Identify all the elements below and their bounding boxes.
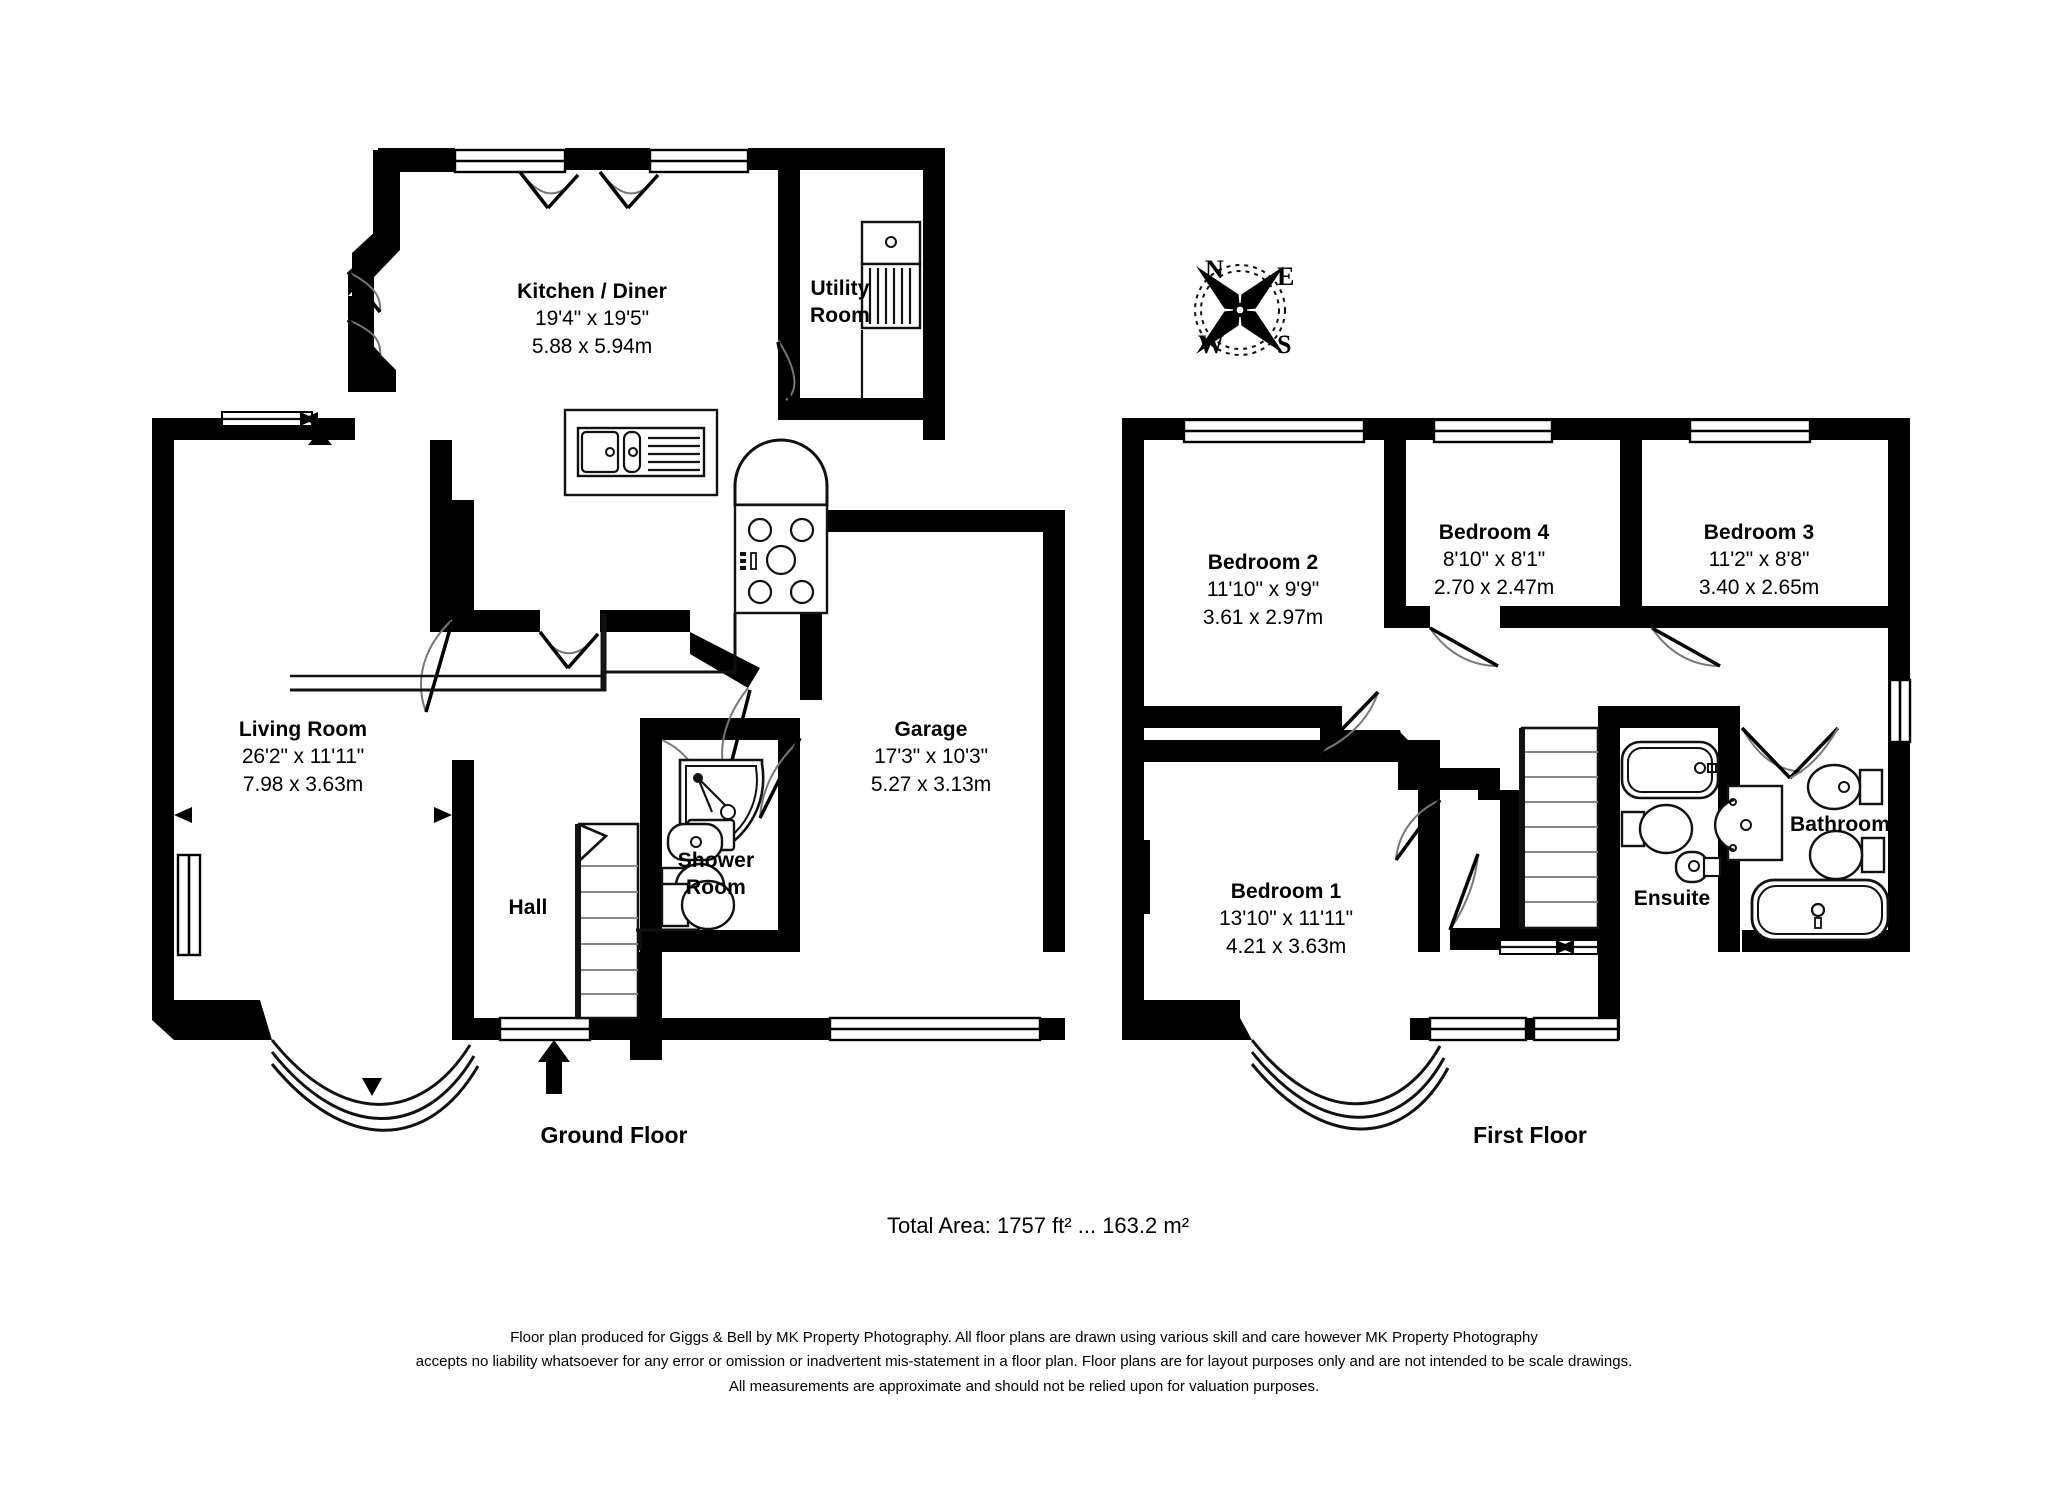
living-room-bay-window [270, 1039, 480, 1132]
ground-floor-doors [346, 170, 802, 1094]
garage-door [828, 1016, 1042, 1042]
compass-rose [1194, 264, 1286, 356]
first-floor-doors [1318, 626, 1840, 931]
landing-staircase [1519, 726, 1600, 930]
bathroom-fixtures [1750, 763, 1890, 942]
ground-floor-windows [176, 148, 750, 1042]
shower-room-basin [660, 879, 736, 931]
living-room-walls [152, 418, 474, 1040]
ground-floor-walls [352, 148, 945, 440]
shower-room-wc-top [666, 822, 724, 862]
garage-internal-step [636, 928, 700, 950]
kitchen-hob [733, 503, 829, 615]
utility-appliances [860, 220, 922, 400]
first-floor-wall-markers [1122, 840, 1599, 955]
ensuite-fixtures [1620, 740, 1722, 884]
first-floor-plan [1122, 418, 1912, 1131]
kitchen-outline [348, 150, 455, 392]
landing-vanity [1713, 784, 1784, 862]
ground-floor-partitions [430, 155, 1065, 1060]
bedroom-1-bay-window [1250, 1039, 1450, 1131]
hall-staircase [575, 822, 640, 1020]
ground-floor-wall-markers [174, 411, 452, 823]
first-floor-windows [1182, 418, 1912, 1042]
kitchen-extractor-hood [733, 438, 829, 507]
kitchen-sink-unit [563, 408, 719, 497]
ground-floor-plan [152, 148, 1065, 1132]
